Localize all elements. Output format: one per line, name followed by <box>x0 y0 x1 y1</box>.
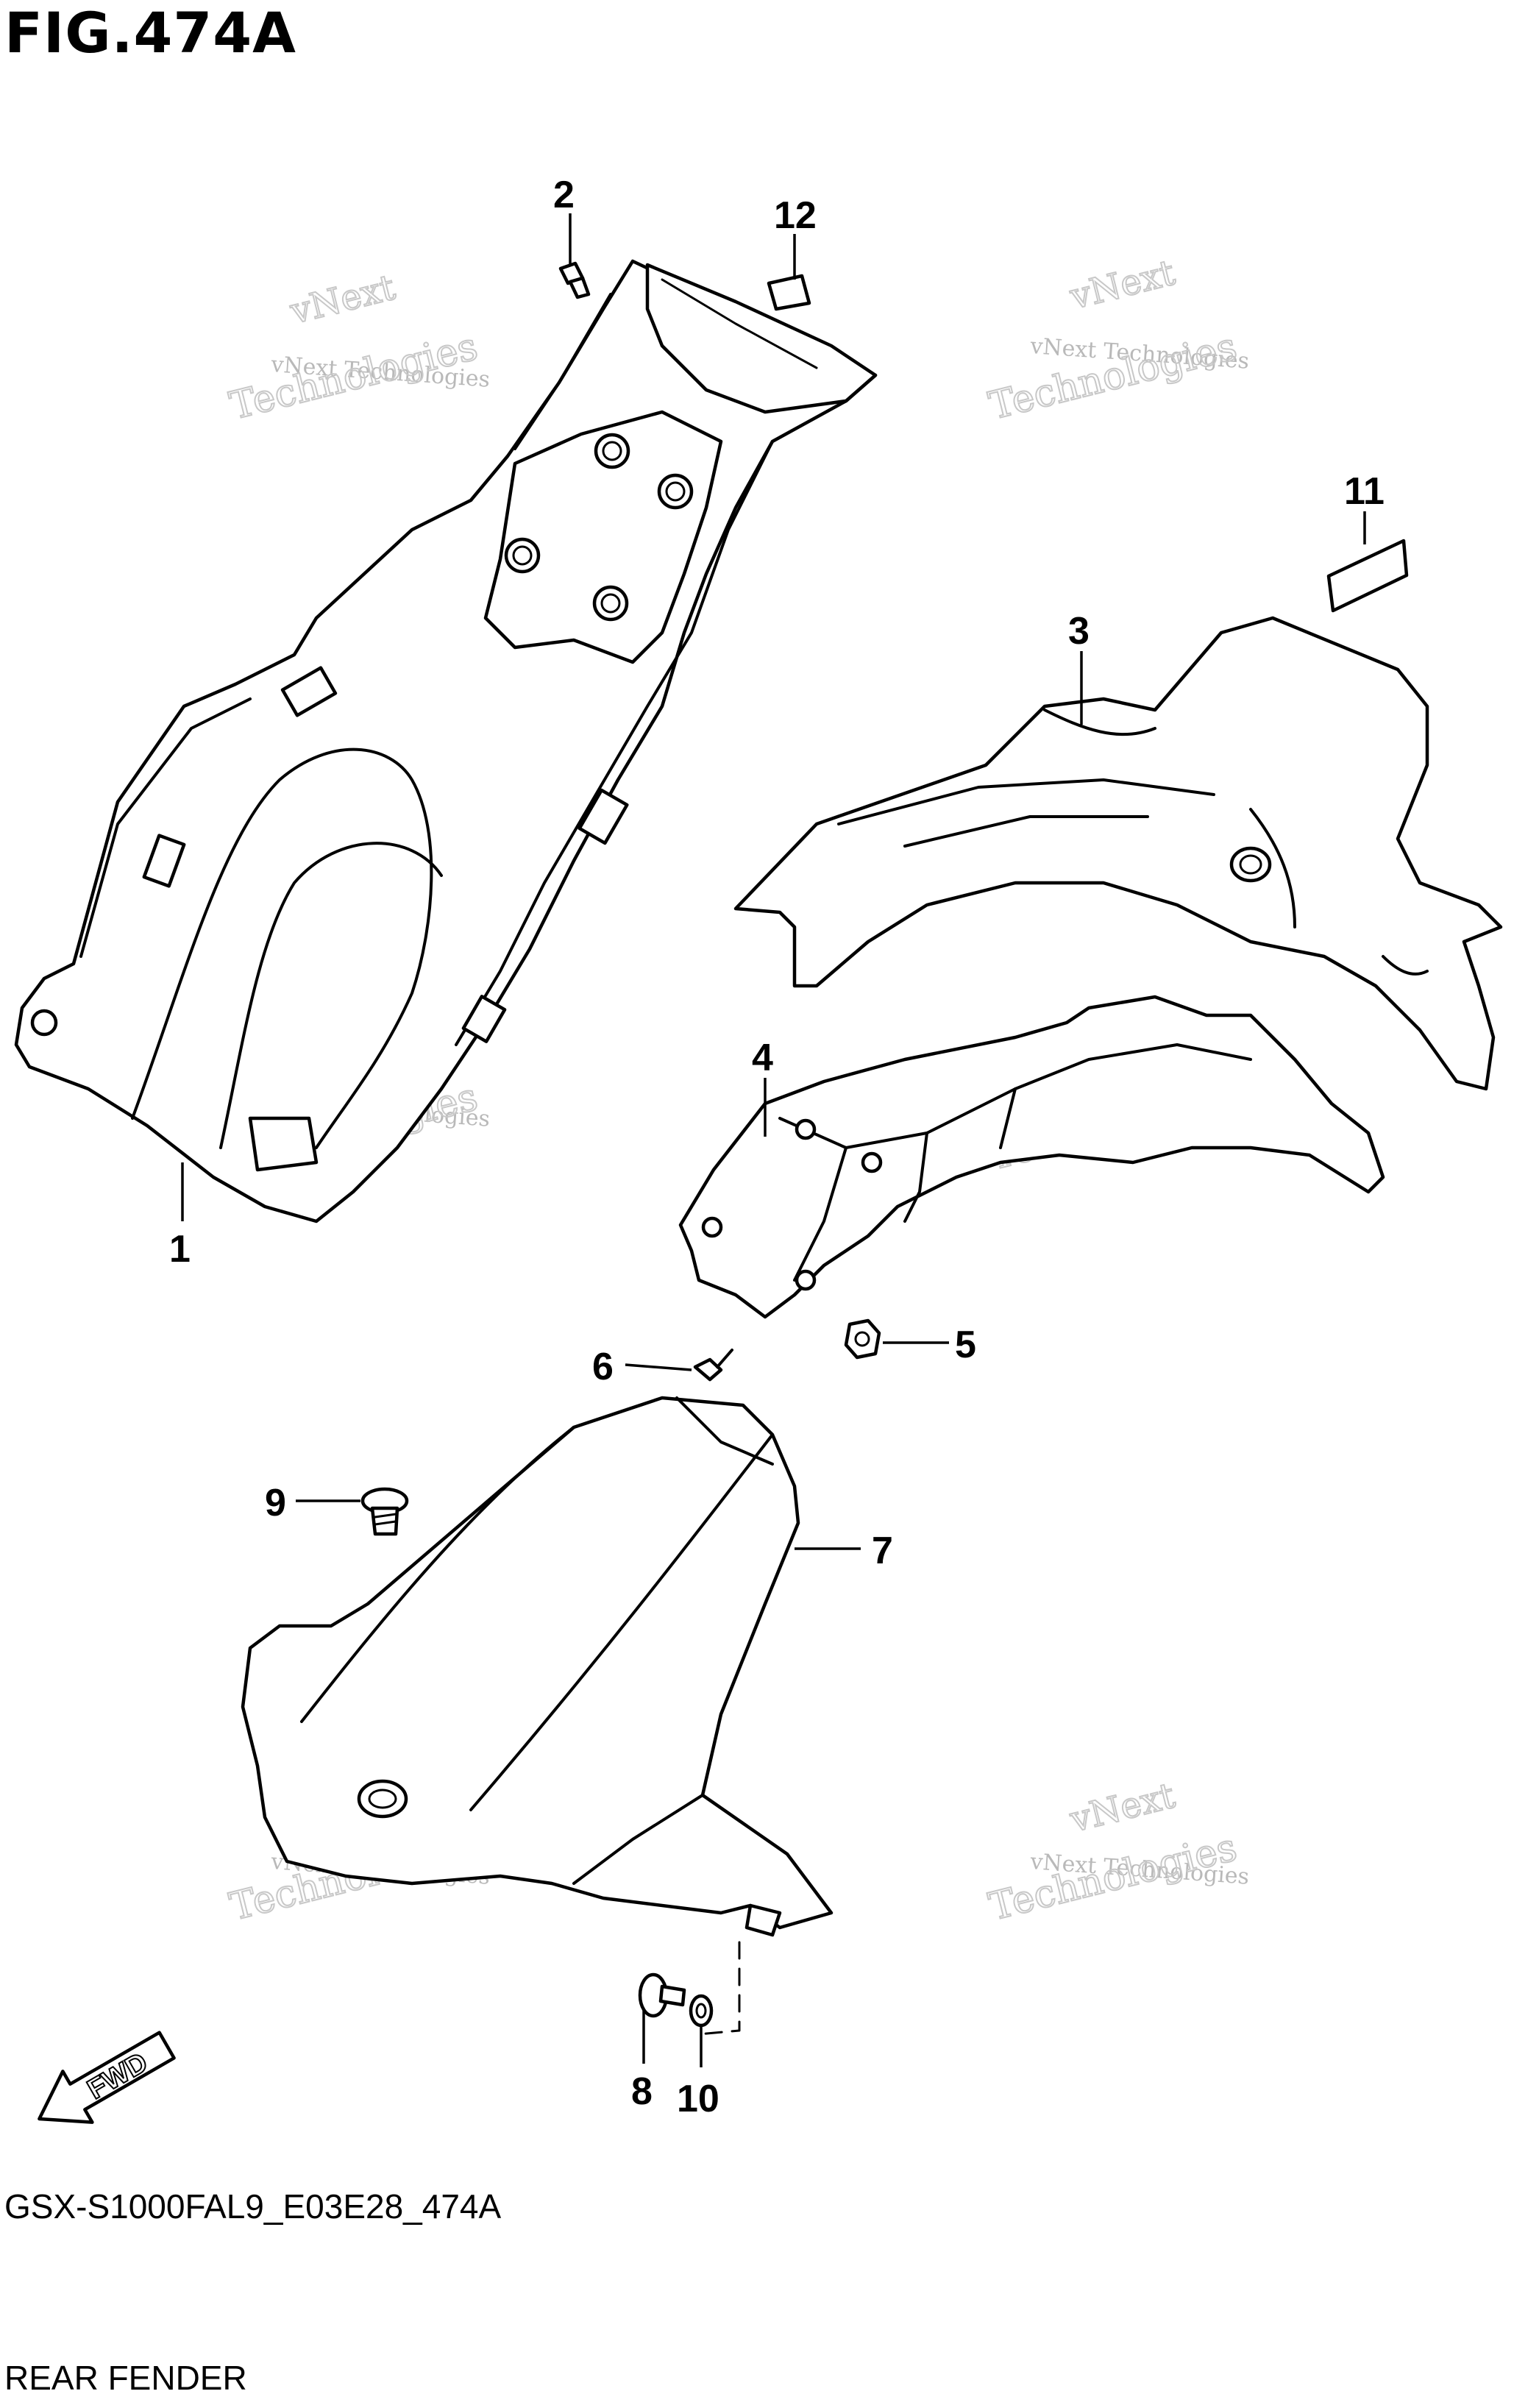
callout-3: 3 <box>1068 610 1090 653</box>
part-12-label[interactable] <box>767 274 811 311</box>
watermark-top-right: vNext Technologies vNext Technologies <box>984 251 1251 429</box>
svg-text:Technologies: Technologies <box>985 1825 1241 1929</box>
figure-code: GSX-S1000FAL9_E03E28_474A <box>4 2187 502 2226</box>
callout-5: 5 <box>955 1324 976 1366</box>
part-9-bolt[interactable] <box>360 1487 409 1536</box>
svg-text:vNext: vNext <box>285 266 399 332</box>
part-10-washer[interactable] <box>689 1994 714 2028</box>
callout-numbers: 2 12 11 3 4 1 5 6 9 7 8 10 <box>169 174 1385 2120</box>
leader-lines <box>181 213 1366 2067</box>
callout-4: 4 <box>752 1037 773 1079</box>
callout-2: 2 <box>553 174 575 216</box>
fwd-arrow-icon: FWD <box>38 2031 176 2124</box>
svg-text:vNext: vNext <box>1065 252 1179 317</box>
part-2-screw[interactable] <box>558 261 591 299</box>
callout-1: 1 <box>169 1228 191 1271</box>
part-7-rear-hugger[interactable] <box>241 1396 834 1937</box>
callout-9: 9 <box>265 1482 286 1524</box>
callout-6: 6 <box>592 1346 614 1388</box>
part-1-rear-fender-inner[interactable] <box>14 259 878 1223</box>
svg-text:Technologies: Technologies <box>226 324 482 428</box>
callout-12: 12 <box>774 194 817 237</box>
part-4-bracket[interactable] <box>678 995 1385 1319</box>
install-guide-line <box>697 1941 741 2036</box>
callout-8: 8 <box>631 2070 653 2113</box>
figure-name: REAR FENDER <box>4 2359 247 2397</box>
watermark-top-left: vNext Technologies vNext Technologies <box>225 266 491 429</box>
callout-10: 10 <box>677 2078 719 2120</box>
figure-title: FIG.474A <box>4 0 296 65</box>
watermark-bottom-right: vNext Technologies vNext Technologies <box>984 1774 1251 1930</box>
callout-11: 11 <box>1344 470 1385 513</box>
part-11-label[interactable] <box>1326 539 1409 613</box>
part-8-bolt[interactable] <box>638 1972 686 2018</box>
svg-text:vNext: vNext <box>1065 1775 1179 1840</box>
part-5-nut[interactable] <box>844 1318 881 1360</box>
callout-7: 7 <box>872 1530 893 1572</box>
part-3-tail-cover[interactable] <box>733 616 1503 1091</box>
part-6-screw[interactable] <box>693 1349 733 1382</box>
